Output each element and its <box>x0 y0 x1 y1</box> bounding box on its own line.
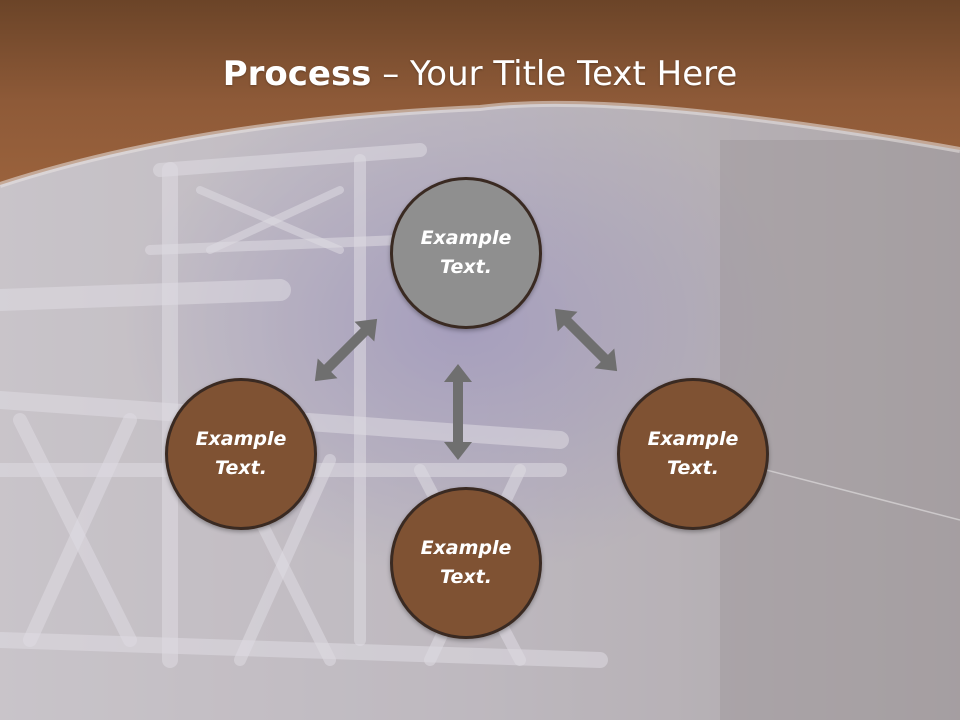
node-right-label: Example Text. <box>647 428 739 479</box>
node-right[interactable]: Example Text. <box>617 378 769 530</box>
slide-title: Process – Your Title Text Here <box>0 50 960 98</box>
node-left-label: Example Text. <box>195 428 287 479</box>
node-left[interactable]: Example Text. <box>165 378 317 530</box>
title-bold-text: Process <box>222 54 372 94</box>
node-bottom-label: Example Text. <box>420 537 512 588</box>
node-top[interactable]: Example Text. <box>390 177 542 329</box>
node-top-label: Example Text. <box>420 227 512 278</box>
title-rest-text: – Your Title Text Here <box>371 54 738 94</box>
node-bottom[interactable]: Example Text. <box>390 487 542 639</box>
